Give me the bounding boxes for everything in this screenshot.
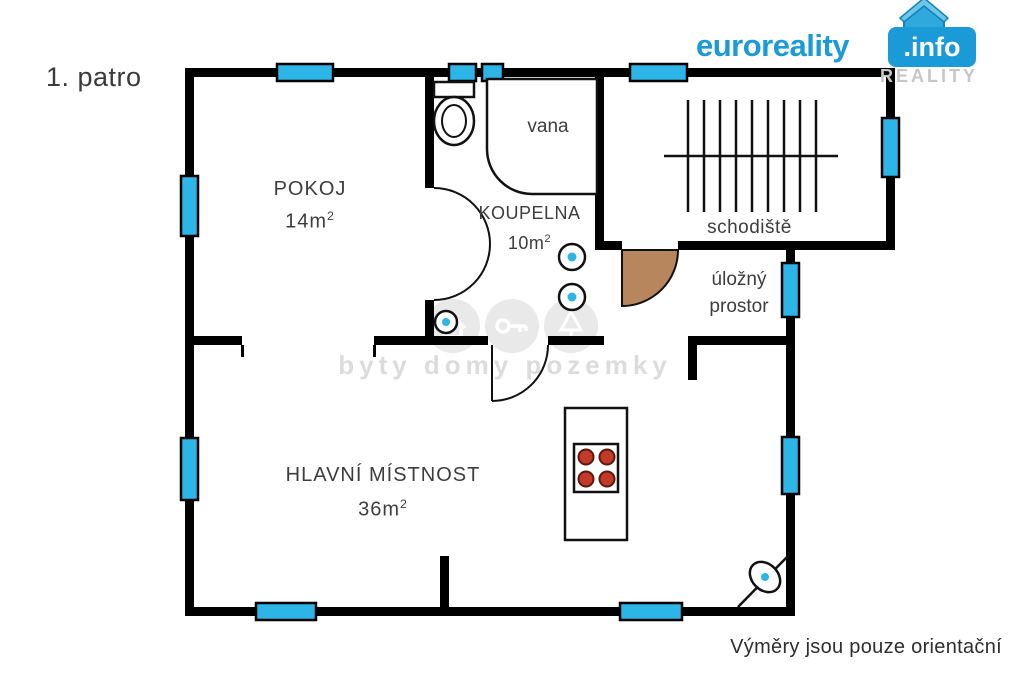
toilet-bowl-inner bbox=[441, 104, 467, 138]
room-area: 10m2 bbox=[507, 233, 552, 253]
wall-segment bbox=[688, 336, 697, 380]
room-area: 14m2 bbox=[285, 209, 335, 233]
wall-segment bbox=[185, 607, 795, 616]
key-icon bbox=[485, 299, 539, 353]
wall-segment bbox=[548, 336, 604, 345]
brand-reality-text: REALITY bbox=[879, 66, 978, 86]
wall-segment bbox=[595, 241, 622, 250]
room-name: KOUPELNA bbox=[478, 203, 581, 223]
window bbox=[780, 435, 801, 496]
wall-segment bbox=[595, 68, 604, 250]
stove-burners bbox=[577, 448, 616, 488]
disclaimer-text: Výměry jsou pouze orientační bbox=[730, 636, 1002, 658]
room-label-hlavni-mistnost: HLAVNÍ MÍSTNOST 36m2 bbox=[258, 461, 508, 525]
wall-segment bbox=[185, 336, 242, 345]
room-label-ulozny: úložný prostor bbox=[678, 266, 800, 320]
toilet-bowl bbox=[432, 95, 476, 147]
corner-toilet-dot bbox=[761, 573, 769, 581]
bathroom-double-door-arc bbox=[433, 243, 491, 301]
staircase bbox=[664, 100, 838, 212]
room-label-schodiste: schodiště bbox=[672, 217, 827, 239]
room-name-line2: prostor bbox=[709, 296, 769, 317]
window bbox=[447, 62, 478, 83]
bathroom-double-door-arc bbox=[433, 187, 491, 245]
room-name: HLAVNÍ MÍSTNOST bbox=[285, 464, 481, 486]
watermark-text: byty domy pozemky bbox=[338, 350, 672, 380]
brand-tld-badge: .info bbox=[888, 27, 976, 67]
room-label-pokoj: POKOJ 14m2 bbox=[230, 176, 390, 236]
room-label-koupelna: KOUPELNA 10m2 bbox=[452, 200, 607, 256]
window bbox=[880, 116, 901, 179]
wall-segment bbox=[374, 336, 434, 345]
wall-segment bbox=[786, 241, 795, 616]
house-icon bbox=[898, 0, 950, 33]
wall-segment bbox=[688, 336, 786, 345]
wall-segment bbox=[678, 241, 786, 250]
room-label-vana: vana bbox=[500, 116, 596, 138]
room-name: schodiště bbox=[707, 217, 792, 238]
wall-segment bbox=[440, 556, 449, 607]
brand-name: euroreality bbox=[696, 28, 850, 63]
room-name: POKOJ bbox=[273, 178, 347, 200]
window bbox=[179, 174, 200, 238]
wall-segment bbox=[425, 68, 434, 188]
doors bbox=[433, 187, 680, 402]
shower-drain-dot bbox=[442, 318, 450, 326]
room-name: vana bbox=[527, 116, 569, 137]
door-jamb-tick bbox=[373, 345, 376, 357]
floor-label: 1. patro bbox=[46, 62, 142, 92]
toilet-tank bbox=[432, 80, 476, 99]
bathtub bbox=[485, 77, 599, 196]
window bbox=[618, 601, 684, 622]
wall-segment bbox=[786, 241, 895, 250]
window bbox=[628, 62, 689, 83]
walls bbox=[185, 68, 895, 616]
window bbox=[275, 62, 335, 83]
door-jamb-tick bbox=[241, 345, 244, 357]
brand-logo: REALITY euroreality .info bbox=[696, 0, 982, 92]
bathroom-lower-door-arc bbox=[491, 344, 549, 402]
window bbox=[254, 601, 318, 622]
wall-segment bbox=[425, 300, 434, 345]
window bbox=[179, 436, 200, 502]
room-area: 36m2 bbox=[358, 497, 408, 521]
window bbox=[780, 261, 801, 319]
fixtures bbox=[432, 77, 782, 594]
wall-segment bbox=[185, 68, 895, 77]
sink-drain bbox=[567, 252, 577, 262]
room-name-line1: úložný bbox=[711, 269, 767, 290]
staircase-door bbox=[621, 249, 680, 308]
wall-segment bbox=[425, 336, 488, 345]
sink-drain bbox=[567, 292, 577, 302]
